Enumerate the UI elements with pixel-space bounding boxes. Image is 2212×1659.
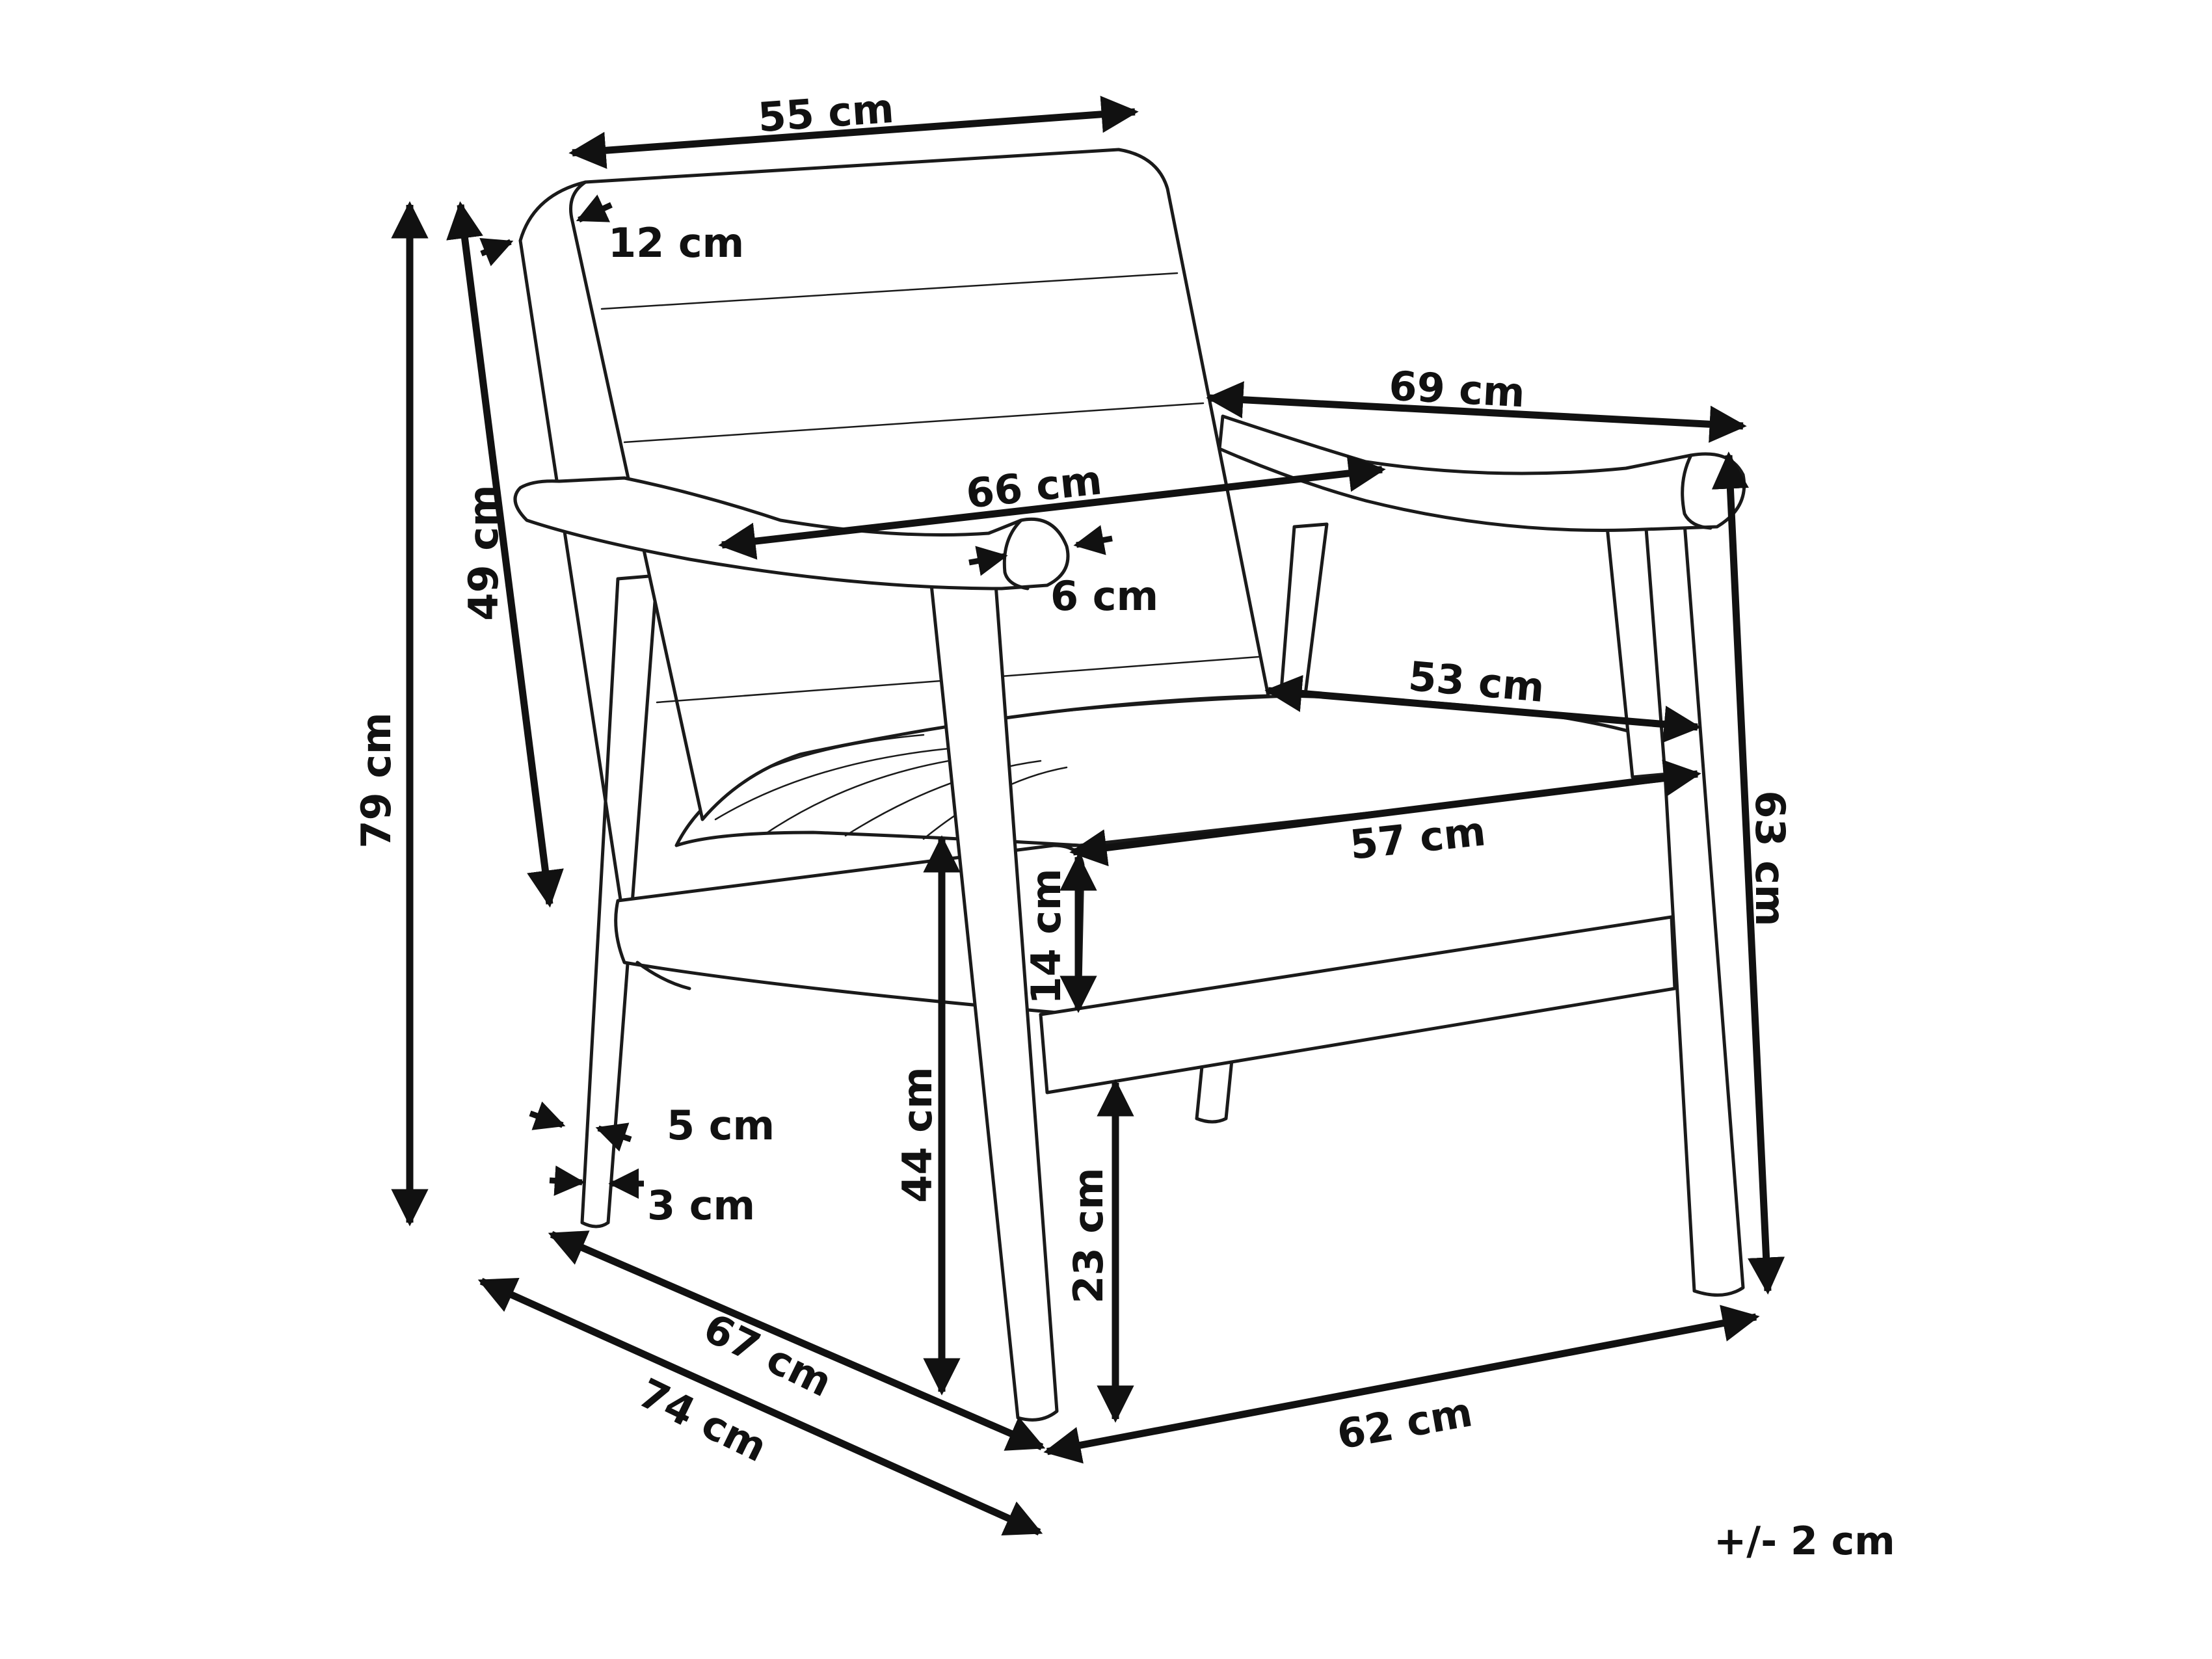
label-armrest-length: 69 cm [1388,362,1526,417]
dimension-lines [391,96,1785,1536]
label-clearance-height: 23 cm [1065,1167,1112,1303]
label-armrest-height: 63 cm [1746,790,1794,926]
label-tolerance: +/- 2 cm [1714,1519,1895,1564]
label-backrest-depth: 12 cm [608,219,744,267]
label-total-height: 79 cm [353,712,400,848]
armchair-line-drawing [513,148,1746,1422]
label-leg-bottom-width: 3 cm [647,1182,755,1229]
label-backrest-width: 55 cm [756,85,896,141]
seat-frame-rail [1039,915,1677,1095]
label-backrest-height: 49 cm [460,484,507,620]
dim-line-backrest-height [446,201,564,908]
dim-line-armrest-height [1711,451,1785,1295]
label-leg-top-width: 5 cm [667,1102,775,1149]
rear-stub-leg [1195,1052,1234,1124]
label-cushion-height: 14 cm [1022,868,1070,1004]
label-total-width: 62 cm [1333,1388,1476,1458]
label-armrest-thickness: 6 cm [1050,572,1158,620]
dim-line-total-width [1043,1305,1760,1464]
label-seat-depth: 53 cm [1407,652,1547,711]
dim-line-armrest-length [1206,381,1747,443]
dim-line-seat-width [1069,760,1701,866]
dimension-labels: 55 cm 12 cm 79 cm 49 cm 69 cm 66 cm 6 cm… [353,85,1895,1564]
dim-line-inner-width [718,455,1386,560]
label-seat-height: 44 cm [894,1067,941,1202]
dim-line-seat-depth [1264,674,1701,743]
dim-line-backrest-width [568,96,1139,169]
dim-line-total-depth [477,1277,1043,1536]
right-armrest [1218,414,1746,532]
dim-line-leg-depth [548,1230,1046,1451]
